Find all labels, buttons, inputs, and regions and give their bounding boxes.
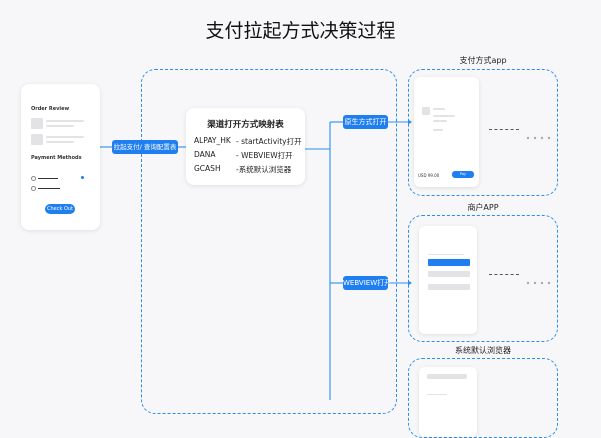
payment-methods-heading: Payment Methods [31, 155, 82, 161]
browser-address-bar [427, 374, 467, 379]
panel-label-system-browser: 系统默认浏览器 [455, 346, 511, 355]
radio-icon[interactable] [31, 176, 36, 181]
form-field [428, 271, 470, 277]
phone-mockup: USD 99.00 Pay [414, 77, 479, 187]
page-title: 支付拉起方式决策过程 [205, 20, 396, 42]
form-field [428, 284, 470, 290]
content-line [433, 108, 445, 110]
panel-label-payment-app: 支付方式app [459, 56, 507, 65]
content-line [433, 129, 443, 131]
product-thumb [31, 134, 43, 145]
mapping-method: -系统默认浏览器 [236, 165, 292, 174]
dash-line [489, 129, 519, 130]
content-line [433, 120, 447, 122]
checkout-button[interactable]: Check Out [45, 204, 75, 214]
content-line [427, 394, 447, 396]
branch-native-label: 原生方式打开 [343, 115, 388, 129]
cursor-icon [464, 260, 469, 275]
product-line [46, 136, 84, 138]
panel-system-browser [408, 358, 558, 438]
content-line [433, 115, 455, 117]
branch-webview-label: WEBVIEW打开 [343, 276, 391, 290]
loading-dots-icon [525, 126, 551, 140]
dash-line [489, 274, 519, 275]
product-line [46, 141, 74, 143]
panel-merchant-app [408, 215, 558, 342]
order-review-card: Order Review Payment Methods Check Out [21, 84, 100, 230]
panel-label-merchant-app: 商户APP [467, 203, 499, 212]
price-text: USD 99.00 [418, 173, 440, 178]
phone-mockup [419, 226, 477, 334]
mapping-channel: ALPAY_HK [194, 136, 231, 145]
mapping-channel: GCASH [194, 164, 221, 173]
mapping-table-title: 渠道打开方式映射表 [207, 120, 284, 130]
mapping-method: - WEBVIEW打开 [236, 151, 293, 160]
mapping-channel: DANA [194, 150, 216, 159]
pay-button[interactable]: Pay [452, 171, 474, 178]
product-line [46, 120, 84, 122]
selected-dot-icon [81, 176, 84, 179]
product-line [46, 125, 74, 127]
mapping-method: - startActivity打开 [236, 137, 302, 146]
radio-icon[interactable] [31, 186, 36, 191]
order-review-heading: Order Review [31, 106, 70, 112]
panel-payment-app: USD 99.00 Pay [408, 69, 558, 196]
phone-mockup [419, 367, 477, 437]
app-logo [422, 107, 430, 115]
content-line [428, 254, 464, 256]
product-thumb [31, 118, 43, 129]
payment-option-line [38, 178, 58, 180]
mapping-table: 渠道打开方式映射表 ALPAY_HK - startActivity打开 DAN… [186, 108, 305, 185]
query-config-label: 拉起支付/ 查询配置表 [112, 140, 178, 154]
loading-dots-icon [525, 271, 551, 285]
highlight-bar [428, 259, 470, 266]
payment-option-line [38, 188, 60, 190]
